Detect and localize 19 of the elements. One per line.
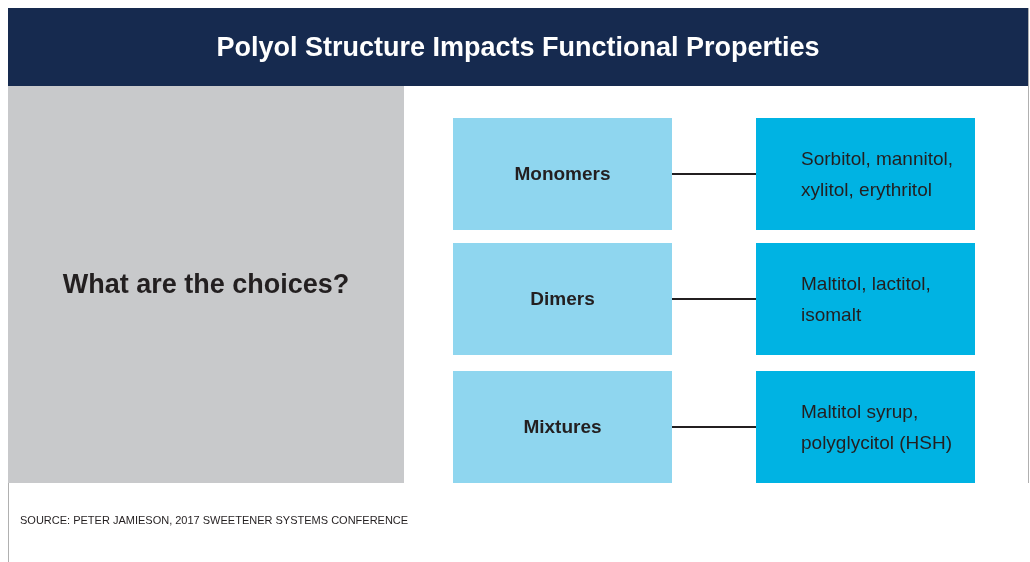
source-note: SOURCE: PETER JAMIESON, 2017 SWEETENER SYSTEMS CONFERENCE [20, 514, 409, 526]
category-box [453, 118, 672, 230]
title: Polyol Structure Impacts Functional Properties [216, 31, 820, 63]
node-text: Mixtures [523, 415, 602, 440]
node-text: What are the choices? [62, 268, 350, 302]
connector-line [671, 426, 757, 428]
examples-box [756, 371, 975, 483]
connector-line [671, 298, 757, 300]
examples-box [756, 243, 975, 355]
node-text: Dimers [530, 287, 595, 312]
node-text: Monomers [514, 162, 611, 187]
connector-line [671, 173, 757, 175]
node-text: Maltitol syrup, polyglycitol (HSH) [801, 399, 953, 455]
examples-box [756, 118, 975, 230]
node-text: Sorbitol, mannitol, xylitol, erythritol [801, 146, 955, 202]
category-box [453, 243, 672, 355]
side-panel [8, 86, 404, 483]
category-box [453, 371, 672, 483]
node-text: Maltitol, lactitol, isomalt [801, 271, 932, 327]
